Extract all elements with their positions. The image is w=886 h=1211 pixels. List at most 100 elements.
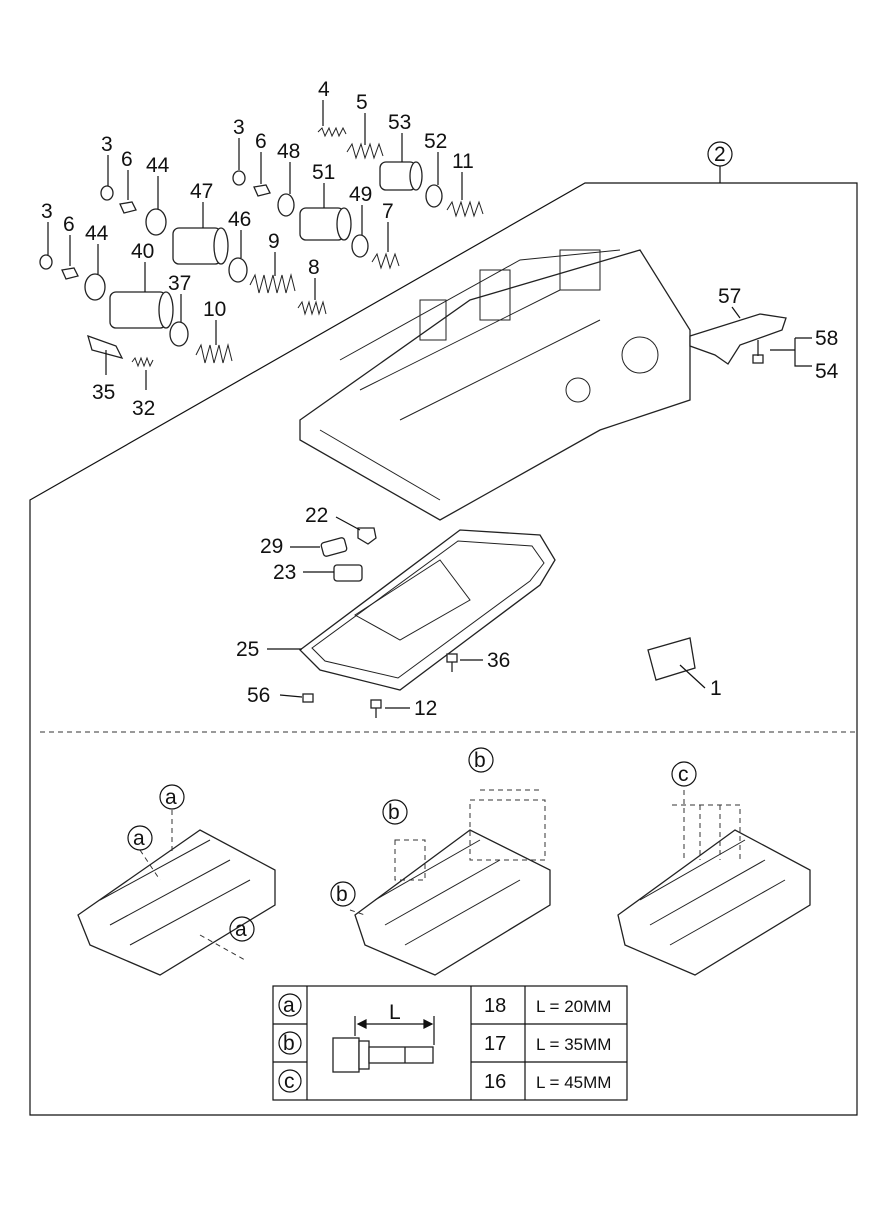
callout-3: 3 — [233, 116, 245, 139]
length-45mm: L = 45MM — [536, 1073, 611, 1092]
ring-48 — [277, 193, 295, 217]
callout-9: 9 — [268, 230, 280, 253]
ring-46 — [228, 257, 248, 283]
gasket-22 — [357, 527, 377, 545]
bolt-56 — [302, 693, 314, 703]
detail-view-a — [77, 810, 276, 976]
table-letter-c: c — [284, 1070, 295, 1093]
spring-9 — [249, 273, 296, 294]
part-no-16: 16 — [484, 1071, 506, 1093]
letter-b-1: b — [474, 749, 486, 772]
ring-37 — [169, 321, 189, 347]
detail-letter-callouts: a a a b b b c — [127, 747, 697, 942]
callout-7: 7 — [382, 200, 394, 223]
table-letter-a: a — [283, 994, 295, 1017]
assembly-frame — [29, 182, 858, 1116]
ring-44a — [145, 208, 167, 236]
part-no-18: 18 — [484, 995, 506, 1017]
letter-b-2: b — [388, 801, 400, 824]
callout-6: 6 — [255, 130, 267, 153]
oil-strainer-25 — [299, 529, 556, 691]
bolt-length-table: a b c L 18 17 16 L = 20MM L = 35MM L = 4… — [272, 985, 628, 1101]
callout-51: 51 — [312, 161, 335, 184]
callout-48: 48 — [277, 140, 300, 163]
callout-6: 6 — [121, 148, 133, 171]
clip-35 — [87, 334, 124, 359]
ring-3c — [39, 254, 53, 270]
length-35mm: L = 35MM — [536, 1035, 611, 1054]
callout-23: 23 — [273, 561, 296, 584]
callout-46: 46 — [228, 208, 251, 231]
callout-54: 54 — [815, 360, 839, 383]
bolt-36 — [446, 653, 458, 672]
letter-b-3: b — [336, 883, 348, 906]
spring-32 — [131, 356, 154, 368]
letter-a-1: a — [165, 786, 177, 809]
bolt-54 — [752, 340, 764, 364]
letter-a-2: a — [133, 827, 145, 850]
spring-5 — [346, 142, 384, 160]
callout-44: 44 — [85, 222, 109, 245]
spring-11 — [446, 200, 484, 218]
bolt-12 — [370, 699, 382, 718]
bracket-1 — [647, 637, 696, 681]
dimension-label: L — [389, 1001, 401, 1024]
callout-29: 29 — [260, 535, 283, 558]
callout-4: 4 — [318, 78, 330, 101]
plug-6a — [119, 201, 137, 214]
ring-49 — [351, 234, 369, 258]
ring-52 — [425, 184, 443, 208]
spring-10 — [195, 343, 233, 364]
valve-body — [299, 249, 691, 521]
callout-3: 3 — [41, 200, 53, 223]
sleeve-40 — [109, 291, 174, 329]
callout-57: 57 — [718, 285, 741, 308]
valve-parts-group — [39, 126, 484, 368]
detail-view-c — [617, 790, 811, 976]
callout-8: 8 — [308, 256, 320, 279]
spring-8 — [297, 300, 327, 316]
callout-1: 1 — [710, 677, 722, 700]
sleeve-53 — [379, 161, 423, 191]
callout-40: 40 — [131, 240, 154, 263]
bolt-sketch — [332, 1037, 434, 1073]
callout-2: 2 — [714, 143, 726, 166]
callout-58: 58 — [815, 327, 838, 350]
letter-a-3: a — [235, 918, 247, 941]
callout-37: 37 — [168, 272, 191, 295]
ring-3b — [232, 170, 246, 186]
callout-56: 56 — [247, 684, 270, 707]
plate-57 — [689, 313, 787, 365]
callout-32: 32 — [132, 397, 155, 420]
detail-view-b — [349, 789, 551, 976]
callout-44: 44 — [146, 154, 170, 177]
callout-5: 5 — [356, 91, 368, 114]
length-20mm: L = 20MM — [536, 997, 611, 1016]
plug-6c — [61, 267, 79, 280]
callout-52: 52 — [424, 130, 447, 153]
callout-22: 22 — [305, 504, 328, 527]
sleeve-51 — [299, 207, 352, 241]
callout-53: 53 — [388, 111, 411, 134]
leader-lines — [47, 100, 741, 709]
letter-c-1: c — [678, 763, 689, 786]
spring-7 — [371, 252, 400, 270]
callout-12: 12 — [414, 697, 437, 720]
callout-10: 10 — [203, 298, 226, 321]
callout-3: 3 — [101, 133, 113, 156]
callout-49: 49 — [349, 183, 372, 206]
table-letter-b: b — [283, 1032, 295, 1055]
callout-labels: 4 5 53 3 6 48 52 11 3 6 44 47 51 49 7 2 … — [41, 78, 839, 720]
gasket-23 — [333, 564, 363, 582]
callout-35: 35 — [92, 381, 115, 404]
gasket-29 — [320, 537, 348, 557]
ring-3a — [100, 185, 114, 201]
ring-44b — [84, 273, 106, 301]
callout-6: 6 — [63, 213, 75, 236]
callout-25: 25 — [236, 638, 259, 661]
callout-47: 47 — [190, 180, 213, 203]
sleeve-47 — [172, 227, 229, 265]
spring-4 — [317, 126, 347, 138]
plug-6b — [253, 184, 271, 197]
